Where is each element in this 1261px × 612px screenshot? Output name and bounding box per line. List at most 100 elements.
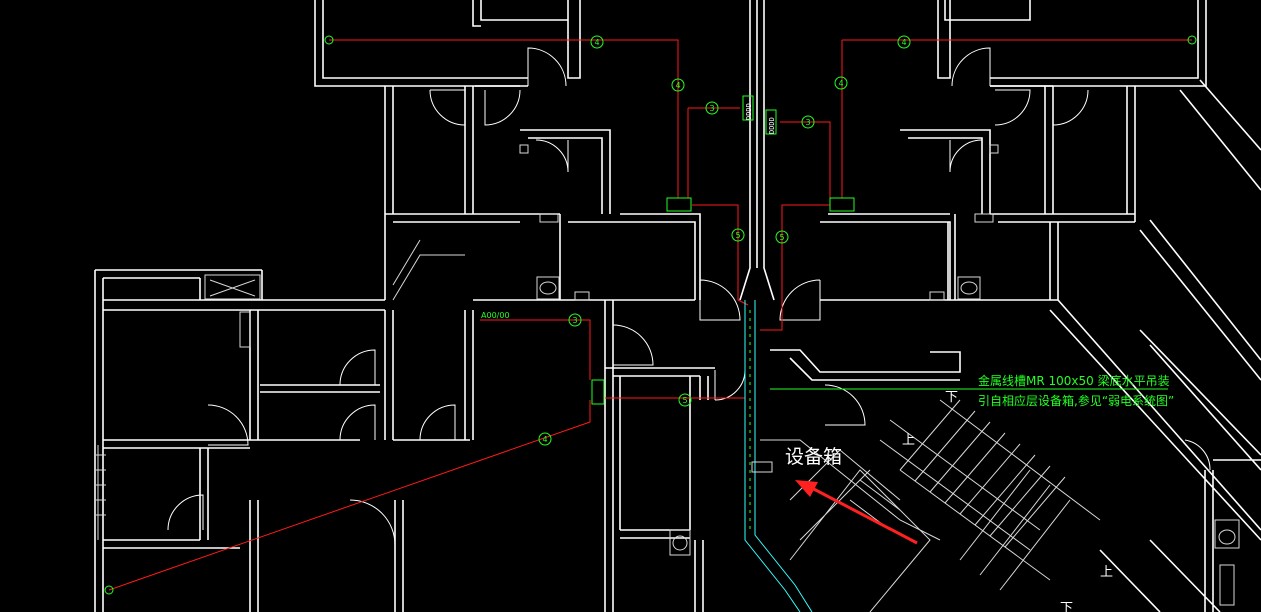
fixture-sq-5 — [539, 213, 559, 223]
endpoint-2 — [1187, 35, 1197, 45]
door-20 — [1184, 439, 1211, 471]
wall-left-middle — [384, 85, 701, 301]
circuit-marker-label: 5 — [682, 396, 687, 405]
door-3 — [429, 89, 466, 126]
circuit-marker: 4 — [590, 35, 604, 49]
circuit-marker: 5 — [731, 228, 745, 242]
circuit-marker: 4 — [538, 432, 552, 446]
door-8 — [949, 139, 983, 173]
circuit-marker: 4 — [897, 35, 911, 49]
toilet-bowl-center — [672, 535, 688, 551]
door-7 — [535, 139, 569, 173]
stair-left — [392, 239, 465, 301]
stair-label-down: 下 — [945, 390, 958, 405]
circuit-marker: 5 — [678, 393, 692, 407]
toilet-left — [536, 276, 560, 300]
door-15 — [207, 404, 249, 446]
annotation-line-1: 金属线槽MR 100x50 梁底水平吊装 — [978, 373, 1170, 388]
door-2 — [951, 47, 991, 87]
fixture-sq-4 — [929, 291, 945, 301]
door-5 — [1052, 89, 1089, 126]
circuit-marker-label: 4 — [838, 79, 843, 88]
wire-3-mid — [480, 319, 591, 380]
door-16 — [167, 494, 204, 531]
door-1 — [527, 47, 567, 87]
stair-label-up-1: 上 — [902, 433, 915, 448]
door-17 — [349, 499, 396, 546]
equipment-box-symbol — [751, 461, 773, 473]
endpoints — [104, 35, 1197, 595]
circuit-markers: 4 4 4 4 3 3 5 5 3 5 4 — [538, 35, 911, 446]
stair-block — [760, 399, 1101, 612]
jbox-left — [666, 197, 692, 212]
wall-central-lower — [604, 300, 715, 612]
riser-2 — [765, 109, 777, 135]
door-4 — [484, 89, 521, 126]
door-19 — [714, 369, 746, 401]
fixture-sq-1 — [519, 144, 529, 154]
fixture-sq-7 — [239, 311, 251, 348]
door-11 — [612, 324, 654, 366]
wire-top-left — [329, 39, 679, 198]
trunking — [744, 300, 813, 612]
wall-top-left-unit — [314, 0, 581, 87]
circuit-marker-label: 5 — [735, 231, 740, 240]
riser-tag-2: DDDD — [768, 117, 776, 134]
counter-cross — [209, 279, 256, 297]
door-6 — [994, 89, 1031, 126]
circuit-marker: 3 — [801, 115, 815, 129]
balcony-rail — [96, 445, 106, 540]
annotation-line-2: 引自相应层设备箱,参见“弱电系统图” — [978, 393, 1174, 408]
jbox-right — [829, 197, 855, 212]
box-tag: A00/00 — [481, 311, 510, 320]
circuit-marker-label: 4 — [542, 435, 547, 444]
wall-left-lower — [94, 269, 474, 612]
riser-1 — [742, 95, 754, 121]
trunk-outer — [744, 300, 801, 612]
circuit-marker-label: 4 — [675, 81, 680, 90]
walls — [94, 0, 1261, 612]
kitchen-counter — [204, 274, 261, 300]
riser-tag-1: DDDD — [745, 103, 753, 120]
toilet-bowl-right — [960, 281, 978, 295]
endpoint-3 — [104, 585, 114, 595]
trunk-inner — [754, 300, 813, 612]
door-13 — [339, 404, 376, 441]
circuit-marker-label: 3 — [805, 118, 810, 127]
toilet-bowl-far-right — [1218, 529, 1236, 545]
wall-right-middle — [820, 85, 1136, 301]
toilet-bowl-left — [539, 281, 557, 295]
circuit-marker: 3 — [568, 313, 582, 327]
callout-arrow — [795, 480, 918, 545]
toilet-right — [957, 276, 981, 300]
callout-label: 设备箱 — [785, 446, 842, 468]
wire-5-right — [760, 204, 830, 331]
wall-right-lower — [770, 79, 1261, 612]
circuit-marker-label: 5 — [779, 233, 784, 242]
jbox-mid — [591, 379, 605, 405]
circuit-marker: 4 — [834, 76, 848, 90]
fixtures — [96, 144, 1240, 612]
toilet-far-right — [1214, 519, 1240, 549]
wiring — [108, 39, 1192, 591]
fixture-sq-3 — [574, 291, 590, 301]
wire-3-right — [780, 121, 831, 198]
circuit-marker-label: 3 — [709, 104, 714, 113]
circuit-marker-label: 4 — [594, 38, 599, 47]
wall-top-right-unit — [937, 0, 1207, 87]
wall-central-shaft — [739, 0, 775, 301]
equipment — [591, 95, 855, 473]
circuit-marker: 3 — [705, 101, 719, 115]
stair-label-down-2: 下 — [1060, 601, 1073, 612]
fixture-sq-6 — [974, 213, 994, 223]
door-12 — [339, 349, 376, 386]
stair-label-up-2: 上 — [1100, 565, 1113, 580]
fixture-sq-2 — [989, 144, 999, 154]
endpoint-1 — [324, 35, 334, 45]
circuit-marker: 5 — [775, 230, 789, 244]
circuit-marker-label: 4 — [901, 38, 906, 47]
circuit-marker-label: 3 — [572, 316, 577, 325]
wire-4-diagonal — [108, 400, 591, 591]
fixture-sq-8 — [1219, 564, 1235, 606]
